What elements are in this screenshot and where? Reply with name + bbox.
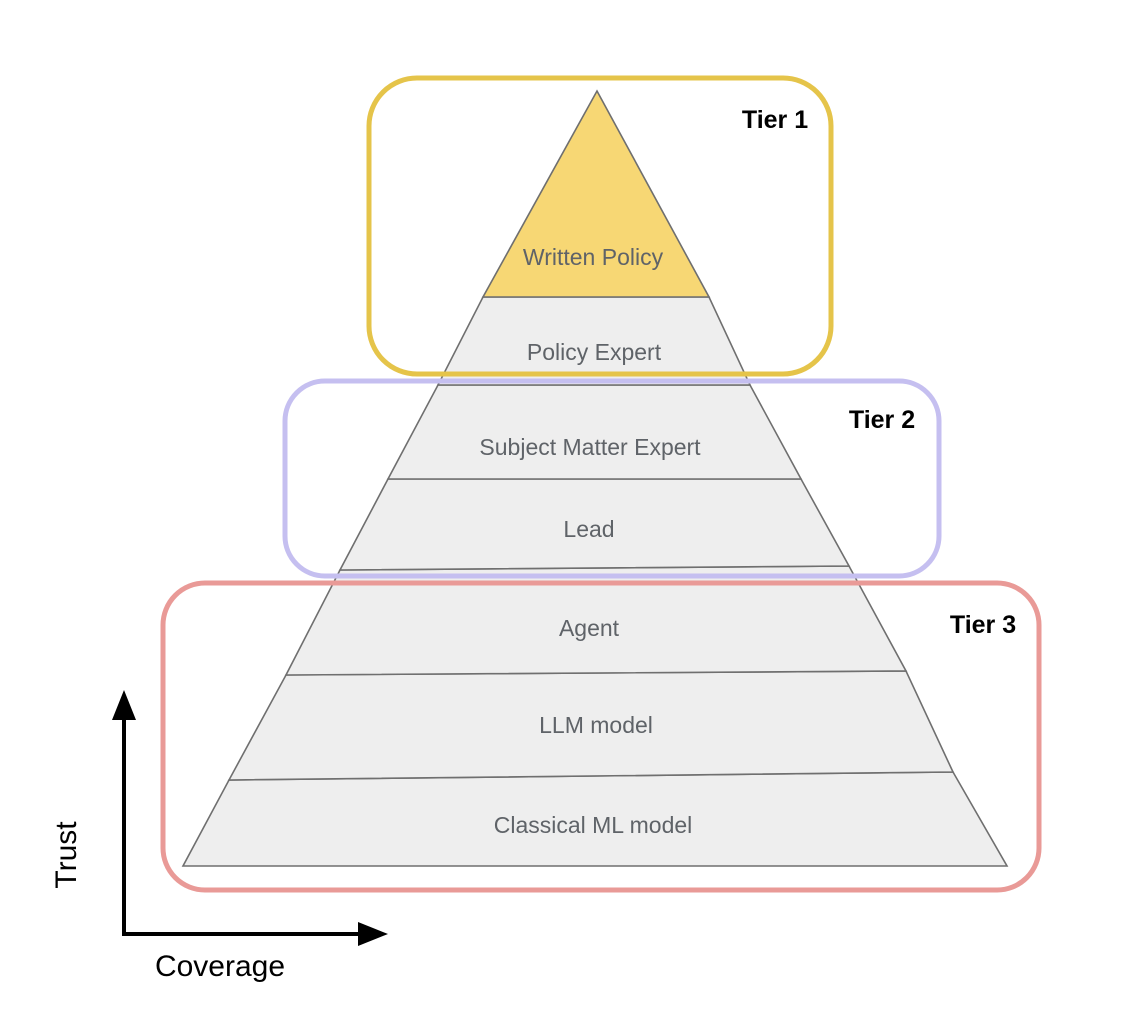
coverage-axis-arrow-icon <box>358 922 388 946</box>
layer-subject-matter-expert <box>386 384 803 480</box>
pyramid-apex-written-policy <box>481 89 711 298</box>
coverage-axis-label: Coverage <box>155 950 285 983</box>
layer-label-classical-ml-model: Classical ML model <box>494 812 693 838</box>
tier-groups: Tier 1 Tier 2 Tier 3 <box>160 75 1042 893</box>
tier-1-label: Tier 1 <box>742 106 808 134</box>
tier-1-box <box>366 75 834 377</box>
layer-label-policy-expert: Policy Expert <box>527 339 662 365</box>
trust-axis-label: Trust <box>50 821 83 889</box>
apex-label: Written Policy <box>523 244 664 270</box>
tier-2-label: Tier 2 <box>849 406 915 434</box>
tier-2-box <box>282 378 942 579</box>
axes: Trust Coverage <box>50 690 388 983</box>
tier-3-box <box>160 580 1042 893</box>
pyramid: Written Policy Policy Expert Subject Mat… <box>181 89 1009 867</box>
layer-label-llm-model: LLM model <box>539 712 653 738</box>
layer-label-lead: Lead <box>563 516 614 542</box>
layer-label-subject-matter-expert: Subject Matter Expert <box>479 434 701 460</box>
tier-3-label: Tier 3 <box>950 611 1016 639</box>
trust-axis-arrow-icon <box>112 690 136 720</box>
layer-label-agent: Agent <box>559 615 620 641</box>
